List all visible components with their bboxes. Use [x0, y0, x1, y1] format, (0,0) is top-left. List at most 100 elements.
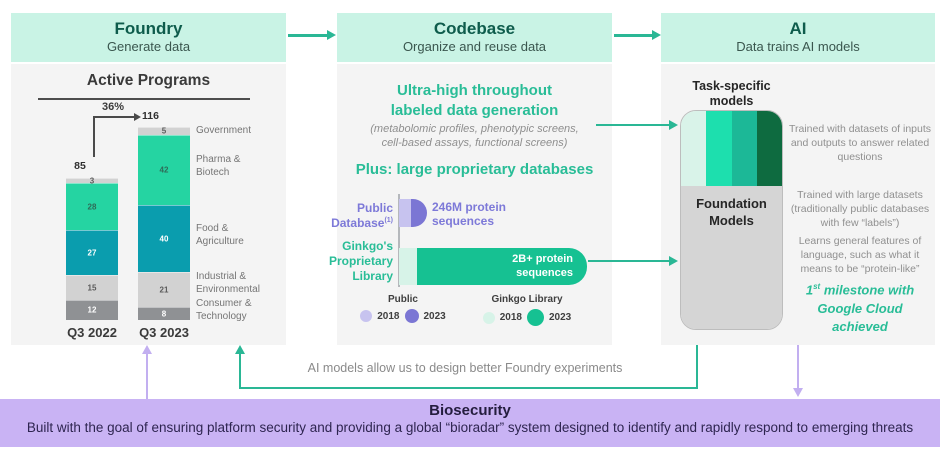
public-db-bar-2018-segment	[399, 199, 411, 227]
foundry-header: Foundry Generate data	[11, 13, 286, 62]
public-db-value: 246M protein sequences	[432, 200, 507, 229]
codebase-to-ai-arrowhead-icon	[652, 30, 661, 40]
ginkgo-label-line1: Ginkgo's	[342, 239, 393, 253]
feedback-line-left-vertical	[239, 353, 241, 388]
growth-bracket-hline	[93, 116, 135, 118]
bar-segment: 15	[66, 275, 118, 300]
legend-public-2018-dot-icon	[360, 310, 373, 322]
stripe-1	[681, 111, 707, 186]
milestone-line3: achieved	[832, 318, 888, 334]
stripe-4	[756, 111, 782, 186]
bar-value-label: 42	[159, 165, 169, 175]
ai-bullet-3: Learns general features of language, suc…	[798, 235, 922, 276]
bar-value-label: 5	[161, 126, 167, 136]
bar-category-label: Government	[196, 125, 252, 136]
bar-segment: 12	[66, 300, 118, 320]
feedback-arrowhead-icon	[235, 345, 245, 354]
ginkgo-bar-2023-segment: 2B+ protein sequences	[417, 248, 587, 285]
codebase-subtitle: Organize and reuse data	[402, 39, 547, 55]
growth-arrowhead-icon	[134, 113, 141, 121]
legend-ginkgo: Ginkgo Library 2018 2023	[462, 294, 592, 326]
legend-ginkgo-2023-label: 2023	[549, 312, 572, 323]
labeled-data-arrowhead-icon	[669, 120, 678, 130]
codebase-headline-line2: labeled data generation	[390, 101, 559, 119]
bar-value-label: 40	[159, 234, 169, 243]
bar-segment: 5	[138, 126, 190, 136]
biosecurity-description: Built with the goal of ensuring platform…	[26, 420, 914, 435]
task-specific-stripes	[681, 111, 782, 186]
bar-total-2022: 85	[74, 160, 86, 172]
foundry-to-codebase-arrowhead-icon	[327, 30, 336, 40]
milestone-line2: Google Cloud	[817, 300, 903, 316]
stripe-3	[731, 111, 757, 186]
labeled-data-arrow-line	[596, 124, 670, 126]
legend-public-2023-dot-icon	[404, 309, 419, 323]
bar-value-label: 8	[161, 309, 167, 318]
bar-segment: 40	[138, 205, 190, 272]
growth-bracket-vline	[93, 116, 95, 157]
feedback-line-right-vertical	[696, 345, 698, 388]
bar-segment: 21	[138, 272, 190, 307]
feedback-line-horizontal	[239, 387, 698, 389]
biosecurity-up-arrow-line	[146, 353, 148, 399]
codebase-to-ai-arrow-line	[614, 34, 652, 37]
proprietary-db-arrow-line	[588, 260, 670, 262]
biosecurity-down-arrowhead-icon	[793, 388, 803, 397]
legend-ginkgo-2023-dot-icon	[527, 309, 544, 326]
foundation-models-area: Foundation Models	[681, 186, 782, 329]
ai-header: AI Data trains AI models	[661, 13, 935, 62]
codebase-detail-line2: cell-based assays, functional screens)	[381, 137, 568, 150]
public-db-bar-2023-segment	[411, 199, 427, 227]
codebase-panel	[337, 64, 612, 345]
bar-value-label: 27	[87, 248, 97, 257]
chart-title: Active Programs	[86, 72, 211, 89]
bar-value-label: 21	[159, 285, 169, 294]
ginkgo-bar-2018-segment	[399, 248, 417, 285]
legend-public-2023-label: 2023	[423, 310, 446, 322]
bar-x-label: Q3 2022	[67, 325, 117, 340]
public-db-label: Public Database(1)	[315, 201, 393, 231]
foundry-title: Foundry	[114, 19, 183, 38]
bar-total-2023: 116	[142, 110, 159, 122]
legend-public: Public 2018 2023	[348, 294, 458, 323]
ai-bullet-2: Trained with large datasets (traditional…	[790, 189, 930, 230]
bar-value-label: 28	[87, 202, 97, 211]
public-db-label-line2: Database(1)	[331, 216, 393, 230]
public-db-label-line1: Public	[356, 201, 393, 215]
db-axis-line	[398, 194, 400, 287]
bar-segment: 42	[138, 135, 190, 205]
bar-x-label: Q3 2023	[139, 325, 189, 340]
codebase-detail-line1: (metabolomic profiles, phenotypic screen…	[370, 123, 579, 135]
ai-subtitle: Data trains AI models	[736, 39, 860, 55]
bar-value-label: 12	[87, 305, 97, 315]
codebase-plus-headline: Plus: large proprietary databases	[355, 161, 594, 178]
ai-bullet-1: Trained with datasets of inputs and outp…	[788, 123, 932, 164]
legend-public-2018-label: 2018	[377, 310, 400, 322]
codebase-detail: (metabolomic profiles, phenotypic screen…	[337, 122, 612, 151]
bar-segment: 28	[66, 183, 118, 230]
task-specific-label: Task-specific models	[692, 79, 771, 108]
ginkgo-label-line3: Library	[352, 269, 393, 283]
bar-category-label: Food & Agriculture	[196, 223, 244, 247]
bar-category-label: Consumer & Technology	[196, 298, 252, 322]
bar-segment: 3	[66, 176, 118, 185]
codebase-title: Codebase	[433, 19, 516, 38]
legend-ginkgo-title: Ginkgo Library	[491, 294, 563, 305]
feedback-text: AI models allow us to design better Foun…	[307, 361, 623, 375]
ginkgo-label-line2: Proprietary	[328, 254, 393, 268]
proprietary-db-arrowhead-icon	[669, 256, 678, 266]
ginkgo-library-label: Ginkgo's Proprietary Library	[315, 239, 393, 284]
ai-models-box: Foundation Models	[680, 110, 783, 330]
bar-value-label: 15	[87, 283, 97, 292]
ai-title: AI	[789, 19, 807, 38]
legend-ginkgo-2018-label: 2018	[499, 312, 522, 323]
public-db-bar	[399, 199, 427, 227]
codebase-header: Codebase Organize and reuse data	[337, 13, 612, 62]
legend-ginkgo-2018-dot-icon	[482, 311, 495, 324]
bar-category-label: Pharma & Biotech	[196, 154, 241, 178]
chart-title-underline	[38, 98, 250, 100]
foundry-to-codebase-arrow-line	[288, 34, 327, 37]
stripe-2	[706, 111, 732, 186]
bar-value-label: 3	[89, 176, 95, 185]
